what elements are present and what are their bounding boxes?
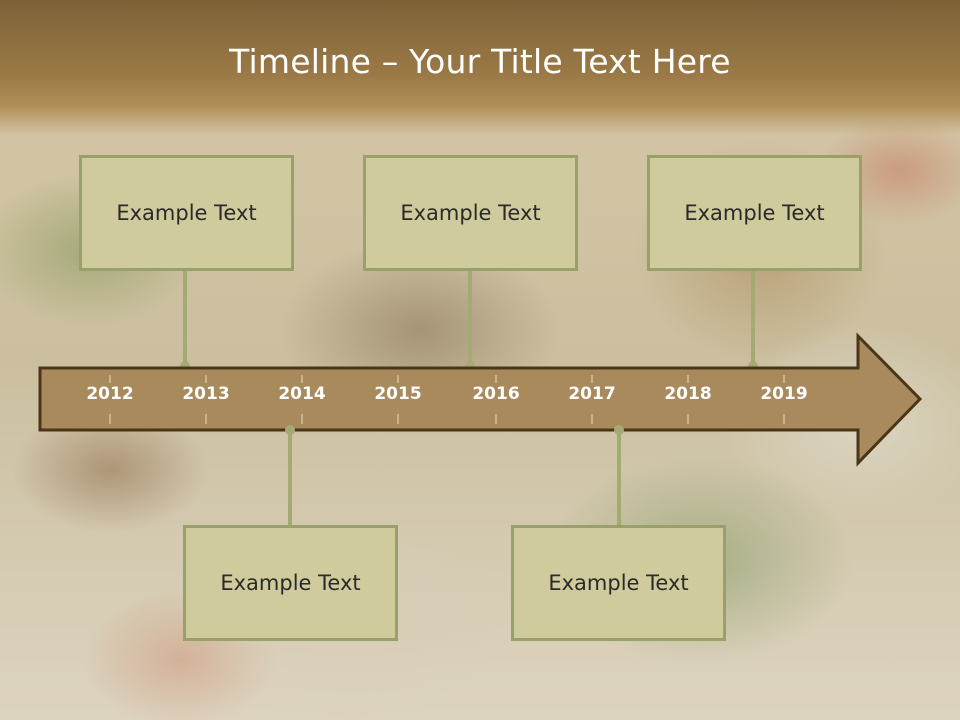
year-label-2015: 2015 [374, 384, 422, 404]
timeline-card-bottom-1[interactable]: Example Text [183, 525, 398, 641]
year-label-2013: 2013 [182, 384, 230, 404]
year-ticks [109, 375, 785, 424]
year-label-2016: 2016 [472, 384, 520, 404]
year-label-2012: 2012 [86, 384, 134, 404]
timeline-card-top-2[interactable]: Example Text [363, 155, 578, 271]
slide-title: Timeline – Your Title Text Here [229, 42, 731, 81]
timeline-arrow [38, 332, 923, 467]
title-banner [0, 0, 960, 135]
timeline-card-bottom-2[interactable]: Example Text [511, 525, 726, 641]
timeline-card-top-3[interactable]: Example Text [647, 155, 862, 271]
year-label-2014: 2014 [278, 384, 326, 404]
timeline-card-top-1[interactable]: Example Text [79, 155, 294, 271]
year-label-2019: 2019 [760, 384, 808, 404]
year-label-2018: 2018 [664, 384, 712, 404]
year-label-2017: 2017 [568, 384, 616, 404]
